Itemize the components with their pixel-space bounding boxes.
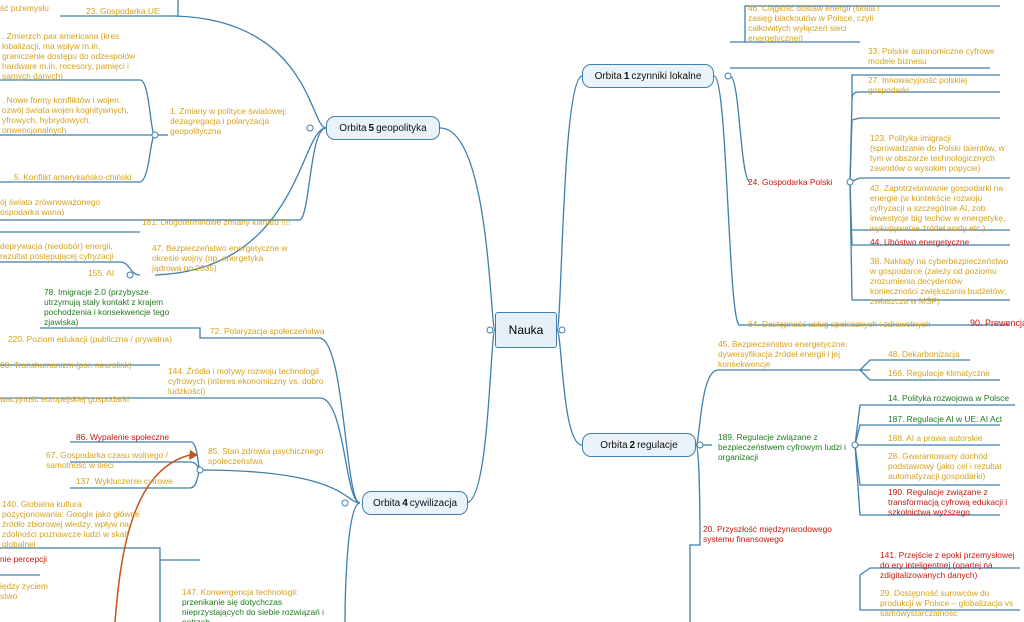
- center-node[interactable]: Nauka: [495, 312, 557, 348]
- topic-86[interactable]: 86. Wypalenie społeczne: [76, 432, 170, 442]
- topic-46[interactable]: 46. Ciągłość dostaw energii (skala i zas…: [748, 3, 880, 43]
- topic-swiata[interactable]: ój świata zrównoważonego ospodarka wana): [0, 197, 101, 217]
- topic-przemyslu[interactable]: ść przemysłu: [0, 3, 49, 13]
- topic-percepcji[interactable]: nie percepcji: [0, 554, 48, 564]
- topic-00[interactable]: 00. Transhumanizm (por. neurolink): [0, 360, 132, 370]
- topic-190[interactable]: 190. Regulacje związane z transformacją …: [888, 487, 1008, 517]
- topic-85[interactable]: 85. Stan zdrowia psychicznego społeczeńs…: [208, 446, 324, 466]
- topic-72[interactable]: 72. Polaryzacja społeczeństwa: [210, 326, 325, 336]
- topic-155[interactable]: 155. AI: [88, 268, 115, 278]
- topic-24[interactable]: 24. Gospodarka Polski: [748, 177, 833, 187]
- topic-140[interactable]: 140. Globalna kultura pozycjonowania: Go…: [2, 499, 140, 549]
- topic-1[interactable]: 1. Zmiany w polityce światowej: dezagreg…: [170, 106, 287, 136]
- orbit-1-number: 1: [623, 70, 630, 82]
- topic-27[interactable]: 27. Innowacyjność polskiej gospodarki: [868, 75, 968, 95]
- topic-konkurencyjnosc[interactable]: wacyjność europejskiej gospodarki: [0, 394, 129, 404]
- topic-20[interactable]: 20. Przyszłość międzynarodowego systemu …: [703, 524, 832, 544]
- topic-konflikty[interactable]: . Nowe formy konfliktów i wojen. ozwój ś…: [2, 95, 129, 135]
- topic-166[interactable]: 166. Regulacje klimatyczne: [888, 368, 990, 378]
- topic-181[interactable]: 181. Długoterminowe zmiany klimatu !!!!: [142, 217, 291, 227]
- topic-48[interactable]: 48. Dekarbonizacja: [888, 349, 960, 359]
- topic-23[interactable]: 23. Gospodarka UE: [86, 6, 160, 16]
- topic-14[interactable]: 14. Polityka rozwojowa w Polsce: [888, 393, 1010, 403]
- orbit-2-prefix: Orbita: [600, 439, 628, 451]
- topic-147-title[interactable]: 147. Konwergencja technologii:: [182, 587, 299, 597]
- topic-33[interactable]: 33. Polskie autonomiczne cyfrowe modele …: [868, 46, 995, 66]
- orbit-2-suffix: regulacje: [637, 439, 678, 451]
- topic-67[interactable]: 67. Gospodarka czasu wolnego / samotność…: [46, 450, 168, 470]
- orbit-1-suffix: czynniki lokalne: [631, 70, 702, 82]
- orbit-5-prefix: Orbita: [339, 122, 367, 134]
- orbit-2-number: 2: [629, 439, 636, 451]
- topic-78[interactable]: 78. Imigracje 2.0 (przybysze utrzymują s…: [44, 287, 170, 327]
- topic-29[interactable]: 29. Dostępność surowców do produkcji w P…: [880, 588, 1014, 618]
- topic-64[interactable]: 64. Dostępność usług społecznych i zdrow…: [748, 319, 931, 329]
- orbit-1-prefix: Orbita: [594, 70, 622, 82]
- topic-147-desc[interactable]: przenikanie się dotychczas nieprzystając…: [182, 597, 324, 622]
- orbit-4-number: 4: [402, 497, 408, 509]
- orbit-4-suffix: cywilizacja: [409, 497, 458, 509]
- topic-5[interactable]: 5. Konflikt amerykańsko-chiński: [14, 172, 132, 182]
- topic-141[interactable]: 141. Przejście z epoki przemysłowej do e…: [880, 550, 1015, 580]
- topic-220[interactable]: 220. Poziom edukacji (publiczna / prywat…: [8, 334, 172, 344]
- topic-38[interactable]: 38. Nakłady na cyberbezpieczeństwo w gos…: [870, 256, 1009, 306]
- topic-45[interactable]: 45. Bezpieczeństwo energetyczne: dywersy…: [718, 339, 848, 369]
- topic-187[interactable]: 187. Regulacje AI w UE: AI Act: [888, 414, 1003, 424]
- orbit-5-number: 5: [368, 122, 375, 134]
- topic-deprywacja[interactable]: deprywacja (niedobór) energii, rezultat …: [0, 241, 114, 261]
- topic-137[interactable]: 137. Wykluczenie cyfrowe: [76, 476, 173, 486]
- topic-42[interactable]: 42. Zapotrzebowanie gospodarki na energi…: [870, 183, 1006, 233]
- topic-144[interactable]: 144. Źródła i motywy rozwoju technologii…: [168, 366, 324, 396]
- topic-188[interactable]: 188. AI a prawa autorskie: [888, 433, 983, 443]
- topic-47[interactable]: 47. Bezpieczeństwo energetyczne w okresi…: [152, 243, 288, 273]
- topic-zyciem[interactable]: iędzy życiem stwo: [0, 581, 48, 601]
- topic-90[interactable]: 90. Prewencja: [970, 318, 1024, 328]
- topic-pax-americana[interactable]: . Zmierzch pax americana (kres lobalizac…: [2, 31, 136, 81]
- topic-44[interactable]: 44. Ubóstwo energetyczne: [870, 237, 970, 247]
- topic-123[interactable]: 123. Polityka imigracji (sprowadzanie do…: [870, 133, 1005, 173]
- topic-28[interactable]: 28. Gwarantowany dochód podstawowy (jako…: [888, 451, 1002, 481]
- center-label: Nauka: [508, 323, 544, 337]
- topic-189[interactable]: 189. Regulacje związane z bezpieczeństwe…: [718, 432, 846, 462]
- orbit-5-suffix: geopolityka: [376, 122, 427, 134]
- orbit-4-prefix: Orbita: [372, 497, 401, 509]
